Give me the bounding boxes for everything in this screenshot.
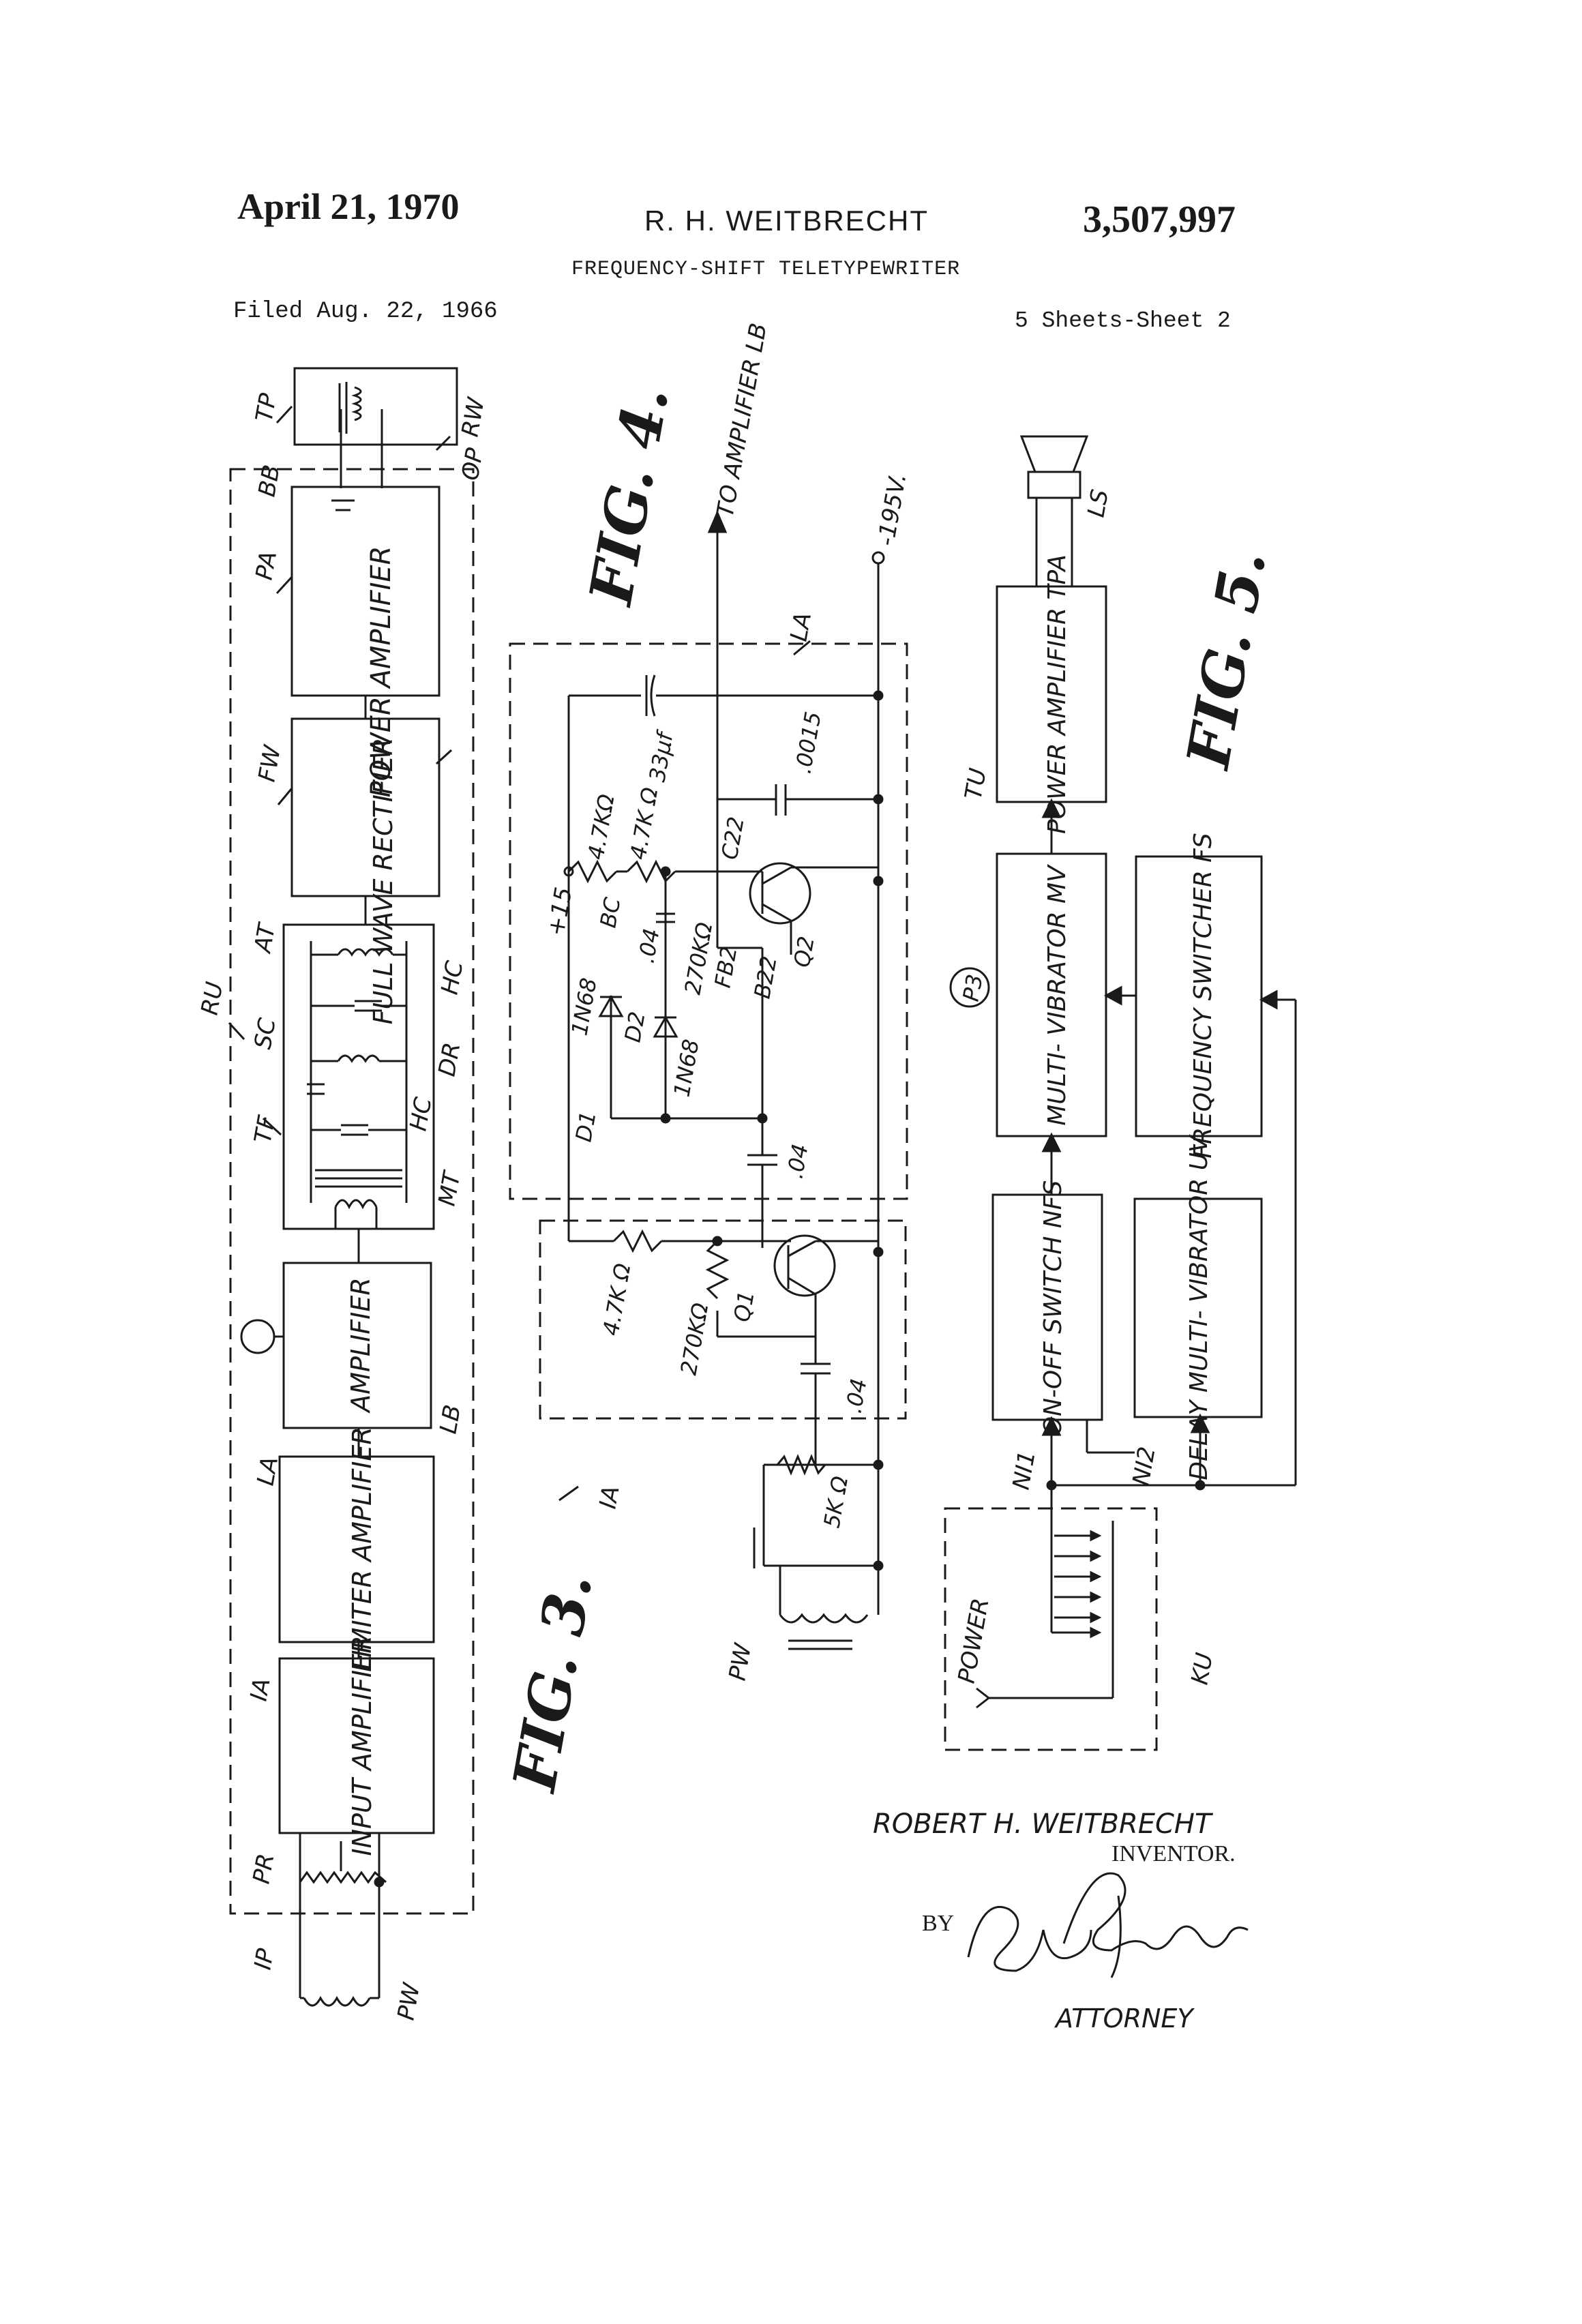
ref-tp: TP bbox=[250, 391, 282, 423]
pot-value: 5K Ω bbox=[818, 1474, 853, 1530]
ia-enclosure bbox=[539, 1219, 907, 1420]
amplifier-label: AMPLIFIER bbox=[346, 1277, 376, 1414]
power-label: POWER bbox=[953, 1596, 994, 1686]
inventor-name: ROBERT H. WEITBRECHT bbox=[873, 1808, 1212, 1840]
ref-bb: BB bbox=[253, 463, 285, 499]
ref-ni1: NI1 bbox=[1007, 1448, 1041, 1491]
fig4-label: FIG. 4. bbox=[576, 382, 683, 612]
delay-multivibrator-block bbox=[1133, 1197, 1263, 1418]
ref-ku: KU bbox=[1186, 1651, 1219, 1687]
ref-ni2: NI2 bbox=[1127, 1444, 1161, 1487]
c5-value: .04 bbox=[840, 1377, 871, 1416]
full-wave-rectifier-label: FULL WAVE RECTIFIER bbox=[368, 738, 398, 1025]
c4-value: .04 bbox=[781, 1142, 813, 1181]
patent-title: FREQUENCY-SHIFT TELETYPEWRITER bbox=[571, 258, 961, 281]
limiter-amplifier-label: LIMITER AMPLIFIER bbox=[347, 1427, 377, 1672]
ref-pw-fig4: PW bbox=[723, 1641, 757, 1683]
input-amplifier-label: INPUT AMPLIFIER bbox=[347, 1635, 377, 1856]
d2-label: D2 bbox=[619, 1009, 650, 1044]
attorney-signature bbox=[967, 1872, 1249, 1978]
fig4-diagram bbox=[509, 510, 908, 1650]
ref-op: OP bbox=[456, 446, 489, 483]
ref-hc1: HC bbox=[436, 959, 468, 997]
q1-label: Q1 bbox=[728, 1289, 759, 1324]
r4-value: 4.7K Ω bbox=[597, 1261, 636, 1337]
inventor-header: R. H. WEITBRECHT bbox=[644, 205, 929, 237]
c22-label: C22 bbox=[716, 815, 749, 862]
c1-value: 33µf bbox=[644, 728, 678, 784]
fig3-label: FIG. 3. bbox=[500, 1568, 606, 1798]
patent-date: April 21, 1970 bbox=[237, 186, 460, 227]
ref-la: LA bbox=[252, 1455, 284, 1488]
ref-tf: TF bbox=[249, 1113, 280, 1145]
ref-at: AT bbox=[249, 920, 281, 955]
filed-date: Filed Aug. 22, 1966 bbox=[233, 299, 498, 325]
ref-pa: PA bbox=[250, 549, 282, 582]
tpa-label: POWER AMPLIFIER TPA bbox=[1043, 554, 1071, 834]
ref-ru: RU bbox=[196, 980, 228, 1017]
fig3-enclosure bbox=[229, 468, 475, 1915]
on-off-switch-label: ON-OFF SWITCH NFS bbox=[1039, 1180, 1067, 1436]
sheet-count: 5 Sheets-Sheet 2 bbox=[1015, 308, 1231, 333]
on-off-switch-block bbox=[991, 1193, 1103, 1421]
fb2-label: FB2 bbox=[709, 944, 742, 989]
input-amplifier-block bbox=[278, 1657, 435, 1834]
ref-p3: P3 bbox=[957, 972, 987, 1004]
ref-lb: LB bbox=[434, 1403, 466, 1436]
patent-number: 3,507,997 bbox=[1083, 198, 1236, 241]
ref-tu: TU bbox=[959, 766, 991, 802]
to-amplifier-label: TO AMPLIFIER LB bbox=[711, 321, 772, 520]
ref-ia: IA bbox=[245, 1676, 275, 1703]
ref-pw-fig3: PW bbox=[392, 1980, 426, 2023]
fig5-diagram bbox=[944, 435, 1297, 1751]
ref-pr: PR bbox=[248, 1851, 280, 1886]
bc-label: BC bbox=[595, 895, 625, 930]
ref-mt: MT bbox=[433, 1168, 466, 1208]
d1-label: D1 bbox=[570, 1109, 601, 1144]
tp-box bbox=[293, 367, 458, 446]
ref-hc2: HC bbox=[404, 1095, 437, 1133]
ref-rw: RW bbox=[456, 395, 490, 439]
q2-label: Q2 bbox=[788, 934, 819, 969]
r5-value: 270KΩ bbox=[675, 1300, 713, 1377]
b22-label: B22 bbox=[749, 954, 781, 1000]
by-label: BY bbox=[922, 1911, 955, 1936]
ref-fw: FW bbox=[253, 743, 286, 784]
power-amplifier-label: POWER AMPLIFIER bbox=[365, 546, 397, 798]
multivibrator-label: MULTI- VIBRATOR MV bbox=[1043, 864, 1071, 1126]
ref-ls: LS bbox=[1082, 488, 1114, 520]
ref-la-fig4: LA bbox=[785, 610, 817, 644]
attorney-label: ATTORNEY bbox=[1056, 2003, 1193, 2034]
limiter-amplifier-block bbox=[278, 1455, 435, 1643]
diode-1n68-a: 1N68 bbox=[566, 976, 601, 1037]
fig3-diagram bbox=[229, 367, 475, 2007]
ref-sc: SC bbox=[249, 1016, 281, 1052]
tone-filter-block bbox=[282, 923, 435, 1230]
ref-dr: DR bbox=[433, 1041, 466, 1079]
c2-value: .0015 bbox=[790, 710, 826, 776]
r2-value: 4.7K Ω bbox=[625, 785, 663, 861]
frequency-switcher-label: FREQUENCY SWITCHER FS bbox=[1189, 833, 1217, 1158]
ref-ia-fig4: IA bbox=[594, 1484, 625, 1511]
diode-1n68-b: 1N68 bbox=[668, 1037, 704, 1099]
inventor-label: INVENTOR. bbox=[1111, 1841, 1236, 1866]
amplifier-block bbox=[282, 1262, 432, 1429]
la-enclosure bbox=[509, 642, 908, 1200]
c3-value: .04 bbox=[633, 927, 664, 966]
fig5-label: FIG. 5. bbox=[1174, 546, 1280, 775]
supply-pos-label: +15 bbox=[542, 885, 578, 938]
r1-value: 4.7KΩ bbox=[582, 792, 619, 861]
supply-neg-label: -195V. bbox=[872, 471, 912, 548]
delay-multivibrator-label: DELAY MULTI- VIBRATOR UV bbox=[1185, 1134, 1213, 1480]
ref-ip: IP bbox=[249, 1946, 280, 1972]
